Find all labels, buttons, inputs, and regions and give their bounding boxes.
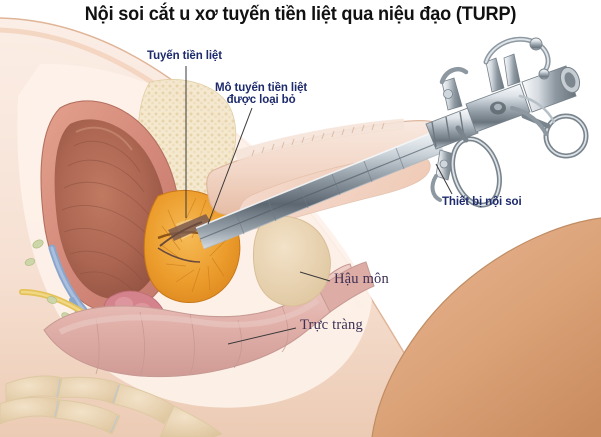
cutting-loop-tip [157,214,212,263]
testis [252,215,331,307]
label-removed-tissue-line2: được loại bỏ [226,94,296,107]
finger-loop-handle [450,125,502,208]
instrument-collar [425,107,479,150]
label-endoscope: Thiết bị nội soi [442,196,522,208]
label-rectum: Trực tràng [300,317,363,333]
leader-rectum [227,327,297,345]
leader-anus [299,271,331,282]
label-anus: Hậu môn [334,271,389,287]
leader-endoscope [435,163,453,195]
irrigation-valve [439,67,469,111]
working-element [465,83,531,133]
page-title: Nội soi cắt u xơ tuyến tiền liệt qua niệ… [84,3,517,25]
label-removed-tissue-line1: Mô tuyến tiền liệt [215,82,308,94]
label-prostate: Tuyến tiền liệt [147,50,222,62]
resectoscope-shaft [195,130,445,250]
rectum [43,261,375,378]
light-post [483,36,551,93]
eyepiece [521,65,581,113]
spring-arm [510,94,556,136]
thigh [371,217,601,437]
leader-removed-tissue [207,107,253,225]
anal-canal [317,261,375,313]
resectoscope [157,36,589,263]
leader-lines [185,66,453,345]
sacrum-vertebrae [0,375,223,437]
